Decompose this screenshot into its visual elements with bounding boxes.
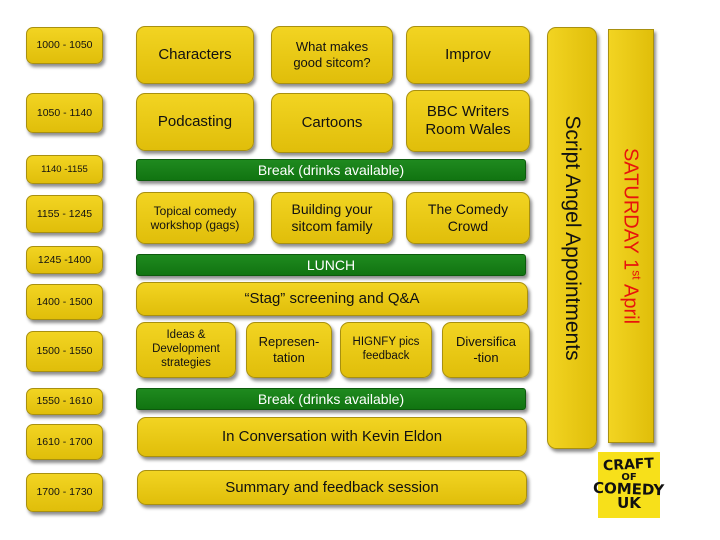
time-slot: 1700 - 1730 — [26, 473, 103, 512]
session-label-line: sitcom family — [291, 218, 373, 234]
date-prefix: SATURDAY 1 — [619, 147, 642, 271]
session-label: Improv — [445, 46, 491, 63]
session-label: Summary and feedback session — [225, 478, 439, 496]
session-label: In Conversation with Kevin Eldon — [221, 428, 443, 445]
session-label: Podcasting — [157, 113, 233, 130]
logo-line: UK — [617, 494, 641, 513]
time-slot: 1140 -1155 — [26, 155, 103, 184]
break-label: Break (drinks available) — [257, 162, 405, 178]
session-label-line: -tion — [473, 350, 499, 365]
session-label-line: Crowd — [447, 218, 489, 234]
time-label: 1000 - 1050 — [36, 39, 93, 52]
time-label: 1155 - 1245 — [36, 207, 93, 220]
session-label-line: Topical comedy — [153, 203, 237, 218]
logo-line: CRAFT — [603, 456, 655, 475]
session-label: “Stag” screening and Q&A — [244, 290, 420, 307]
session-podcasting: Podcasting — [136, 93, 254, 151]
break-label: Break (drinks available) — [257, 391, 405, 407]
logo-line: COMEDY — [593, 478, 665, 500]
time-label: 1550 - 1610 — [36, 395, 93, 408]
time-label: 1610 - 1700 — [36, 435, 93, 448]
date-panel: SATURDAY 1st April — [608, 29, 654, 443]
session-label-line: Development — [152, 343, 220, 356]
session-label-line: Room Wales — [425, 121, 511, 138]
time-label: 1140 -1155 — [41, 163, 88, 175]
session-label-line: good sitcom? — [293, 55, 371, 70]
time-label: 1050 - 1140 — [36, 106, 93, 119]
time-slot: 1155 - 1245 — [26, 195, 103, 233]
session-summary-feedback: Summary and feedback session — [137, 470, 527, 505]
date-suffix: April — [619, 279, 642, 325]
time-slot: 1400 - 1500 — [26, 284, 103, 320]
time-slot: 1000 - 1050 — [26, 27, 103, 64]
lunch-bar: LUNCH — [136, 254, 526, 276]
session-characters: Characters — [136, 26, 254, 84]
lunch-label: LUNCH — [306, 257, 356, 273]
script-angel-label: Script Angel Appointments — [561, 115, 584, 361]
script-angel-appointments-panel: Script Angel Appointments — [547, 27, 597, 449]
break-bar: Break (drinks available) — [136, 388, 526, 410]
session-label-line: strategies — [161, 356, 211, 369]
time-label: 1245 -1400 — [37, 253, 92, 266]
session-label-line: feedback — [362, 350, 410, 362]
session-diversification: Diversifica-tion — [442, 322, 530, 378]
session-label-line: tation — [273, 350, 305, 365]
time-label: 1400 - 1500 — [36, 295, 93, 308]
session-label-line: Diversifica — [456, 334, 516, 350]
date-label: SATURDAY 1st April — [619, 148, 644, 324]
date-superscript: st — [629, 270, 644, 280]
session-label-line: Building your — [291, 201, 373, 218]
logo-line: OF — [621, 471, 637, 483]
session-label-line: workshop (gags) — [150, 218, 240, 232]
session-label: Cartoons — [301, 114, 363, 131]
session-improv: Improv — [406, 26, 530, 84]
break-bar: Break (drinks available) — [136, 159, 526, 181]
session-representation: Represen-tation — [246, 322, 332, 378]
time-slot: 1550 - 1610 — [26, 388, 103, 415]
time-slot: 1500 - 1550 — [26, 331, 103, 372]
session-label-line: The Comedy — [427, 201, 509, 218]
time-label: 1700 - 1730 — [36, 486, 93, 499]
time-slot: 1245 -1400 — [26, 246, 103, 274]
session-label-line: Represen- — [258, 334, 320, 350]
session-label-line: BBC Writers — [426, 103, 510, 120]
craft-of-comedy-logo: CRAFT OF COMEDY UK — [593, 452, 665, 518]
session-label-line: HIGNFY pics — [352, 336, 420, 349]
time-slot: 1610 - 1700 — [26, 424, 103, 460]
session-label: Characters — [158, 46, 232, 63]
session-cartoons: Cartoons — [271, 93, 393, 153]
session-stag-screening: “Stag” screening and Q&A — [136, 282, 528, 316]
session-in-conversation: In Conversation with Kevin Eldon — [137, 417, 527, 457]
session-label-line: Ideas & — [166, 329, 206, 342]
time-label: 1500 - 1550 — [36, 345, 93, 358]
session-label-line: What makes — [295, 39, 369, 55]
time-slot: 1050 - 1140 — [26, 93, 103, 133]
